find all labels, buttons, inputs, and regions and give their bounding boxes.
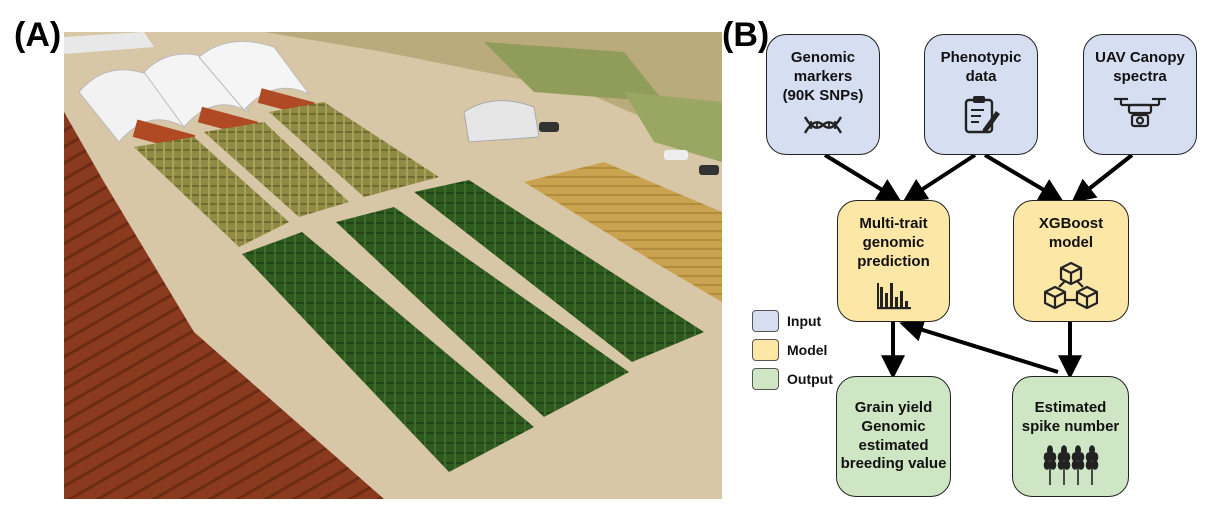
cubes-network-icon bbox=[1043, 261, 1099, 315]
legend-item-output: Output bbox=[752, 365, 833, 392]
node-estimated-spike-number-label: Estimated spike number bbox=[1021, 399, 1120, 435]
node-uav-canopy-spectra: UAV Canopy spectra bbox=[1083, 34, 1197, 155]
legend-swatch-input bbox=[752, 309, 779, 332]
arrow-genomic-to-multitrait bbox=[823, 153, 902, 202]
drone-camera-icon bbox=[1112, 95, 1168, 135]
node-grain-yield-gebv: Grain yield Genomic estimated breeding v… bbox=[836, 376, 951, 497]
node-multi-trait-prediction-label: Multi-trait genomic prediction bbox=[857, 215, 930, 270]
aerial-field-photo bbox=[64, 32, 722, 499]
wheat-icon bbox=[1042, 444, 1100, 491]
node-grain-yield-gebv-label: Grain yield Genomic estimated breeding v… bbox=[840, 399, 947, 473]
legend: Input Model Output bbox=[752, 307, 833, 394]
aerial-field-illustration bbox=[64, 32, 722, 499]
legend-label-output: Output bbox=[787, 370, 833, 387]
node-uav-canopy-spectra-label: UAV Canopy spectra bbox=[1095, 49, 1185, 85]
node-estimated-spike-number: Estimated spike number bbox=[1012, 376, 1129, 497]
panel-label-b: (B) bbox=[722, 16, 770, 54]
legend-swatch-output bbox=[752, 367, 779, 390]
node-genomic-markers-label: Genomic markers (90K SNPs) bbox=[782, 49, 864, 104]
arrow-phenotypic-to-multitrait bbox=[902, 153, 977, 203]
legend-label-model: Model bbox=[787, 341, 828, 358]
arrow-phenotypic-to-xgboost bbox=[983, 153, 1064, 202]
node-xgboost-model: XGBoost model bbox=[1013, 200, 1129, 322]
node-xgboost-model-label: XGBoost model bbox=[1038, 215, 1104, 251]
legend-item-input: Input bbox=[752, 307, 833, 334]
clipboard-pencil-icon bbox=[961, 93, 1001, 141]
arrow-spike-to-multitrait bbox=[899, 318, 1059, 374]
dna-icon bbox=[803, 113, 843, 143]
legend-label-input: Input bbox=[787, 312, 822, 329]
legend-swatch-model bbox=[752, 338, 779, 361]
panel-label-a: (A) bbox=[14, 16, 62, 54]
node-genomic-markers: Genomic markers (90K SNPs) bbox=[766, 34, 880, 155]
legend-item-model: Model bbox=[752, 336, 833, 363]
node-phenotypic-data: Phenotypic data bbox=[924, 34, 1038, 155]
bar-chart-icon bbox=[876, 281, 912, 317]
arrow-uav-to-xgboost bbox=[1071, 153, 1134, 203]
node-phenotypic-data-label: Phenotypic data bbox=[940, 49, 1022, 85]
node-multi-trait-prediction: Multi-trait genomic prediction bbox=[837, 200, 950, 322]
